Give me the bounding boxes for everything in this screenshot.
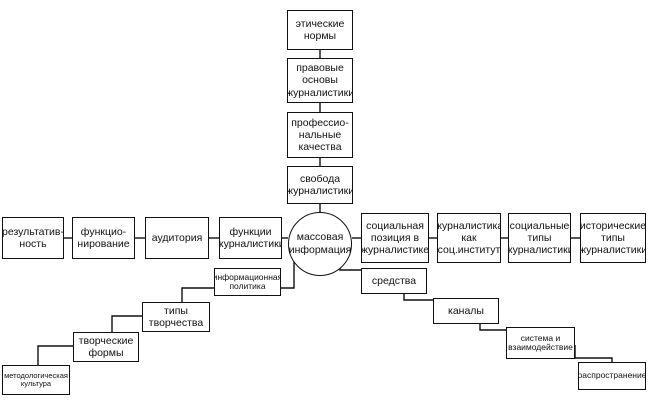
node-creativity-types: типы творчества bbox=[142, 302, 210, 332]
node-methodological-culture: методологическая культура bbox=[2, 365, 70, 395]
node-creative-forms: творческие формы bbox=[73, 332, 139, 362]
node-channels: каналы bbox=[433, 298, 499, 324]
node-functions: функции журналистики bbox=[219, 217, 282, 259]
node-social-institute: журналистика как соц.институт bbox=[437, 213, 501, 263]
node-results: результатив- ность bbox=[2, 217, 64, 259]
node-freedom: свобода журналистики bbox=[287, 166, 353, 204]
node-distribution: распространение bbox=[578, 362, 646, 390]
center-mass-information: массовая информация bbox=[288, 212, 352, 276]
node-means: средства bbox=[361, 268, 427, 294]
node-social-types: социальные типы журналистики bbox=[508, 213, 571, 263]
node-ethical-norms: этические нормы bbox=[287, 10, 353, 50]
node-social-position: социальная позиция в журналистике bbox=[361, 213, 429, 263]
node-system: система и взаимодействие bbox=[506, 327, 575, 359]
node-info-policy: информационная политика bbox=[214, 268, 281, 296]
node-professional-qualities: профессио- нальные качества bbox=[287, 112, 353, 158]
node-audience: аудитория bbox=[145, 217, 209, 259]
node-functioning: функцио- нирование bbox=[72, 217, 135, 259]
node-legal-basis: правовые основы журналистики bbox=[287, 58, 353, 103]
node-historical-types: исторические типы журналистики bbox=[580, 213, 646, 263]
